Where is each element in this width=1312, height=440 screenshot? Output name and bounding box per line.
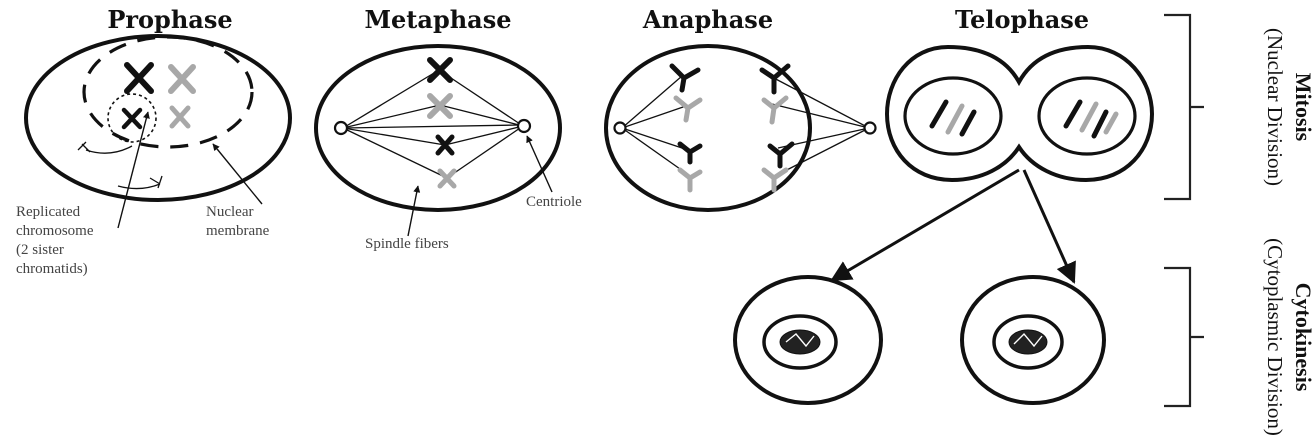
bracket-mitosis <box>1164 15 1204 199</box>
telophase-nucleus-left <box>905 78 1001 154</box>
svg-text:chromosome: chromosome <box>16 223 94 239</box>
side-label-nuclear-division: (Nuclear Division) <box>1263 28 1287 186</box>
svg-text:(2 sister: (2 sister <box>16 242 64 258</box>
side-label-cytokinesis: Cytokinesis <box>1291 283 1312 392</box>
side-label-cytoplasmic-division: (Cytoplasmic Division) <box>1263 238 1287 436</box>
anaphase-centriole-left <box>615 123 626 134</box>
metaphase-chromosome-1 <box>430 60 450 80</box>
metaphase-centriole-left <box>335 122 347 134</box>
anaphase-chromatid-right-1 <box>762 66 788 92</box>
stage-title-telophase: Telophase <box>955 5 1089 34</box>
metaphase-cell <box>316 46 560 210</box>
chromosome-dark-small <box>124 110 140 127</box>
nuclear-membrane <box>84 37 252 147</box>
anaphase-chromatid-right-4 <box>764 170 786 190</box>
bracket-cytokinesis <box>1164 268 1204 406</box>
arrow-to-daughter-left <box>832 170 1019 280</box>
anaphase-chromatid-left-4 <box>680 170 700 190</box>
stage-title-prophase: Prophase <box>107 5 232 34</box>
stage-title-anaphase: Anaphase <box>642 5 773 34</box>
metaphase-chromosome-4 <box>440 171 454 186</box>
chromosome-dark-large <box>127 65 151 91</box>
metaphase-chromosome-3 <box>438 137 452 153</box>
pointer-replicated-chromosome <box>118 112 148 228</box>
label-replicated-chromosome: Replicated chromosome (2 sister chromati… <box>16 204 94 277</box>
daughter-cell-right <box>962 277 1104 403</box>
anaphase-spindle-fibers <box>622 76 869 176</box>
prophase-cell <box>26 36 290 200</box>
anaphase-chromatid-left-3 <box>680 144 700 162</box>
svg-text:Nuclear: Nuclear <box>206 204 253 220</box>
anaphase-chromatid-right-2 <box>764 98 786 122</box>
label-centriole: Centriole <box>526 194 582 210</box>
prophase-centriole-left <box>78 142 132 153</box>
label-nuclear-membrane: Nuclear membrane <box>206 204 270 239</box>
anaphase-chromatid-left-2 <box>676 98 700 120</box>
svg-text:membrane: membrane <box>206 223 270 239</box>
pointer-spindle-fibers <box>408 186 418 236</box>
side-label-mitosis: Mitosis <box>1291 73 1312 142</box>
anaphase-centriole-right <box>865 123 876 134</box>
anaphase-cell <box>606 46 876 210</box>
label-spindle-fibers: Spindle fibers <box>365 236 449 252</box>
arrow-to-daughter-right <box>1024 170 1074 282</box>
spindle-fibers <box>343 70 523 178</box>
prophase-centriole-right <box>118 176 162 189</box>
telophase-chromatin-left <box>932 102 974 134</box>
telophase-chromatin-right <box>1066 102 1116 136</box>
stage-title-metaphase: Metaphase <box>364 5 511 34</box>
telophase-cell <box>887 47 1152 180</box>
metaphase-centriole-right <box>518 120 530 132</box>
chromosome-light-large <box>171 67 193 91</box>
anaphase-chromatid-left-1 <box>672 66 698 90</box>
svg-text:Replicated: Replicated <box>16 204 81 220</box>
daughter-cell-left <box>735 277 881 403</box>
svg-text:chromatids): chromatids) <box>16 261 88 277</box>
chromosome-light-small <box>172 108 188 126</box>
